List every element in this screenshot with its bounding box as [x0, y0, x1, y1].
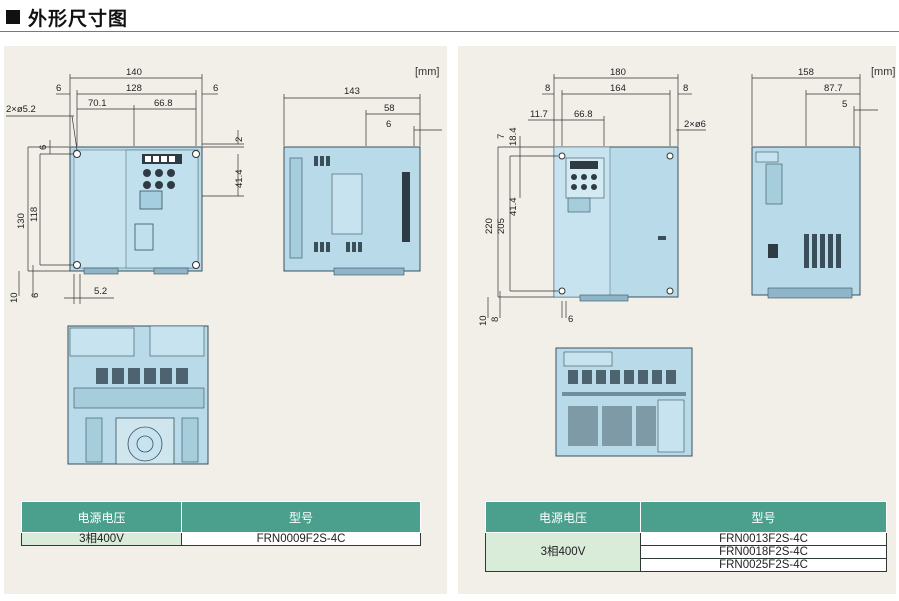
- dim-180: 180: [610, 67, 626, 78]
- dim-5-2: 5.2: [94, 286, 107, 297]
- side-view-drawing: [283, 146, 421, 276]
- col-voltage-header: 电源电压: [485, 501, 641, 533]
- dim-6-side: 6: [386, 119, 391, 130]
- dim-6-top: 6: [38, 145, 49, 150]
- voltage-cell: 3相400V: [21, 532, 182, 546]
- side-dimension-lines: [283, 94, 442, 146]
- right-drawing-panel: [mm]: [458, 46, 896, 594]
- section-bullet-icon: [6, 10, 20, 24]
- dim-143: 143: [344, 86, 360, 97]
- left-drawing: 140 128 6 6 70.1 66.8 2×ø5.2 5.2 130 118…: [6, 67, 442, 465]
- dim-5: 5: [842, 99, 847, 110]
- dim-2: 2: [234, 137, 245, 142]
- right-drawing: 180 164 8 8 11.7 66.8 2×ø6 6 7 18.4 41.4…: [478, 67, 878, 457]
- left-spec-table: 电源电压 型号 3相400V FRN0009F2S-4C: [21, 501, 421, 546]
- table-row: FRN0018F2S-4C: [486, 545, 887, 559]
- right-spec-table: 电源电压 型号 3相400V FRN0013F2S-4C FRN0018F2S-…: [485, 501, 887, 572]
- dim-87-7: 87.7: [824, 83, 843, 94]
- dim-128: 128: [126, 83, 142, 94]
- side-view-drawing: [751, 146, 861, 299]
- table-row: 3相400V FRN0009F2S-4C: [21, 532, 421, 546]
- col-voltage-header: 电源电压: [21, 501, 182, 533]
- side-dimension-labels: 143 58 6: [344, 86, 395, 130]
- dim-11-7: 11.7: [530, 109, 548, 120]
- dim-6-bottom: 6: [568, 314, 573, 325]
- hole-label: 2×ø5.2: [6, 104, 36, 115]
- front-dimension-lines: [487, 74, 706, 318]
- dim-6-right: 6: [213, 83, 218, 94]
- unit-label: [mm]: [871, 66, 896, 78]
- side-dimension-lines: [751, 74, 878, 146]
- model-cell: FRN0025F2S-4C: [640, 558, 887, 572]
- dim-66-8: 66.8: [574, 109, 593, 120]
- dim-66-8: 66.8: [154, 98, 173, 109]
- bottom-view-drawing: [67, 325, 209, 465]
- dim-18-4: 18.4: [508, 128, 519, 147]
- dim-7: 7: [496, 134, 507, 139]
- bottom-view-drawing: [555, 347, 693, 457]
- dim-164: 164: [610, 83, 626, 94]
- dim-205: 205: [496, 218, 507, 234]
- dim-10: 10: [9, 292, 20, 303]
- table-row: FRN0025F2S-4C: [486, 558, 887, 572]
- model-cell: FRN0018F2S-4C: [640, 545, 887, 559]
- page-title: 外形尺寸图: [28, 9, 129, 30]
- dim-58: 58: [384, 103, 395, 114]
- header-rule: [0, 31, 899, 32]
- dim-6-bottom: 6: [30, 293, 41, 298]
- dim-41-4: 41.4: [508, 198, 519, 217]
- model-cell: FRN0009F2S-4C: [181, 532, 421, 546]
- section-header: 外形尺寸图: [0, 0, 899, 32]
- front-view-drawing: [69, 146, 203, 275]
- front-dimension-lines: [6, 74, 244, 304]
- dim-220: 220: [484, 218, 495, 234]
- dim-10: 10: [478, 315, 489, 326]
- dim-70-1: 70.1: [88, 98, 107, 109]
- dim-118: 118: [29, 207, 40, 222]
- front-dimension-labels: 180 164 8 8 11.7 66.8 2×ø6 6 7 18.4 41.4…: [478, 67, 706, 326]
- front-view-drawing: [553, 146, 679, 302]
- unit-label: [mm]: [415, 66, 440, 78]
- dim-8-bottom: 8: [490, 317, 501, 322]
- left-drawing-panel: [mm]: [4, 46, 447, 594]
- voltage-cell: 3相400V: [485, 532, 641, 572]
- dim-130: 130: [16, 213, 27, 229]
- col-model-header: 型号: [181, 501, 421, 533]
- dim-6-left: 6: [56, 83, 61, 94]
- side-dimension-labels: 158 87.7 5: [798, 67, 847, 110]
- col-model-header: 型号: [640, 501, 887, 533]
- hole-label: 2×ø6: [684, 119, 706, 130]
- table-row: 3相400V FRN0013F2S-4C: [485, 532, 887, 572]
- dim-158: 158: [798, 67, 814, 78]
- dim-41-4: 41.4: [234, 170, 245, 189]
- dim-140: 140: [126, 67, 142, 78]
- model-cell: FRN0013F2S-4C: [640, 532, 887, 546]
- front-dimension-labels: 140 128 6 6 70.1 66.8 2×ø5.2 5.2 130 118…: [6, 67, 245, 303]
- dim-8-left: 8: [545, 83, 550, 94]
- dim-8-right: 8: [683, 83, 688, 94]
